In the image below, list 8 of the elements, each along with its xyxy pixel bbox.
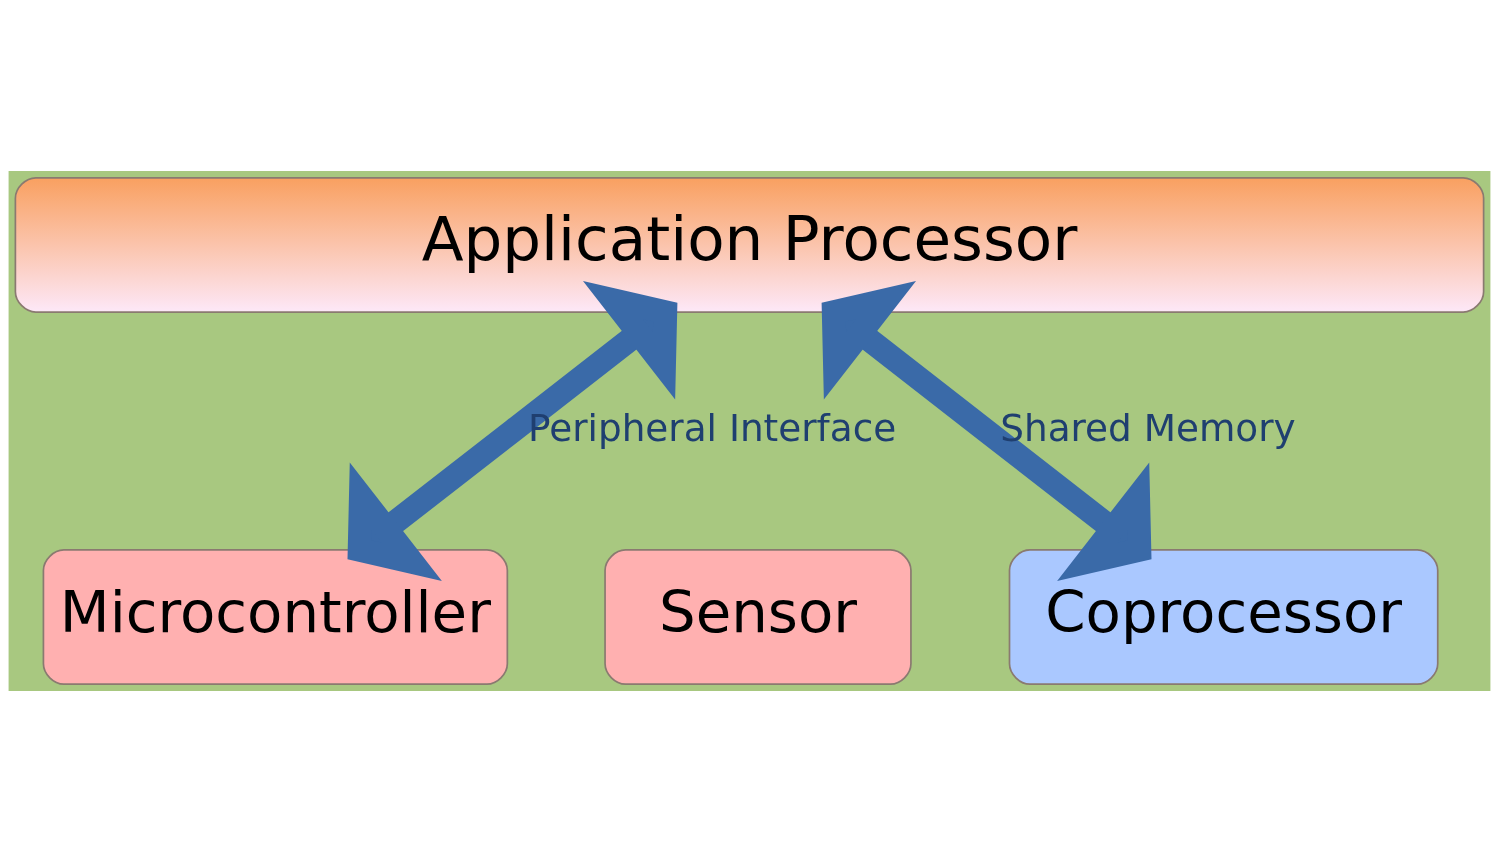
arrow: [821, 280, 1152, 581]
arrow: [347, 280, 678, 581]
node-box: Coprocessor: [1008, 548, 1439, 685]
node-box: Microcontroller: [42, 548, 509, 685]
node-box: Application Processor: [14, 176, 1485, 313]
node-box: Sensor: [604, 548, 912, 685]
edge-label: Shared Memory: [1000, 405, 1296, 450]
edge-label: Peripheral Interface: [528, 405, 897, 450]
